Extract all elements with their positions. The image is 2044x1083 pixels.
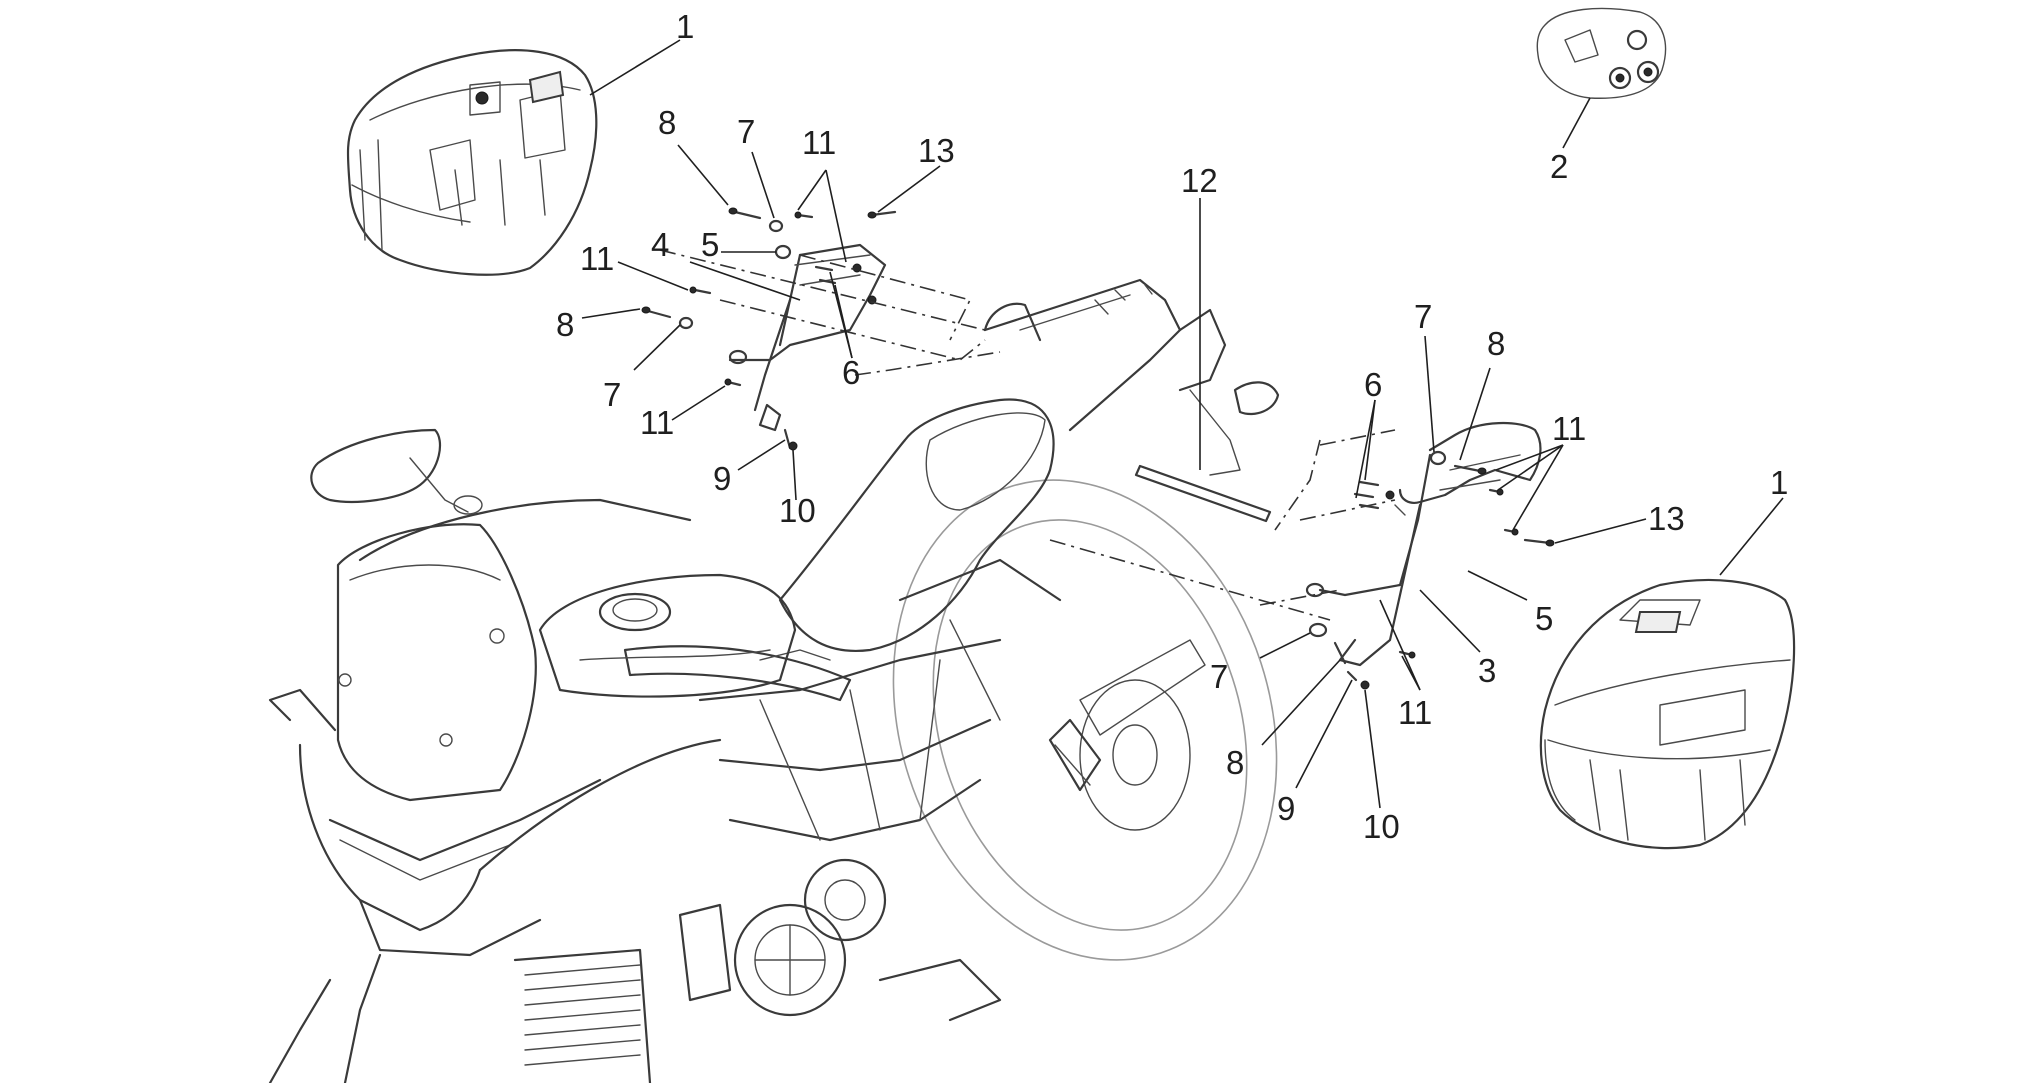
- callout-8-right-lower: 8: [1226, 744, 1244, 781]
- callout-5-left: 5: [701, 226, 719, 263]
- callout-13-left: 13: [918, 132, 955, 169]
- callout-6-right: 6: [1364, 366, 1382, 403]
- callout-5-right: 5: [1535, 600, 1553, 637]
- nut-10-right: [1360, 680, 1370, 690]
- callout-11-right-lower: 11: [1398, 694, 1432, 731]
- callout-13-right: 13: [1648, 500, 1685, 537]
- callout-6-left: 6: [842, 354, 860, 391]
- callout-11-right-top: 11: [1552, 410, 1586, 447]
- lock-kit: [1536, 7, 1667, 99]
- callout-11-left-mid: 11: [580, 240, 614, 277]
- left-case-bracket: [728, 243, 887, 432]
- callout-2: 2: [1550, 148, 1568, 185]
- nut-10-left: [788, 441, 798, 451]
- callout-12: 12: [1181, 162, 1218, 199]
- callout-7-right-top: 7: [1414, 298, 1432, 335]
- screw-8-left-top: [733, 210, 762, 220]
- callout-1-left: 1: [676, 8, 694, 45]
- callout-10-right: 10: [1363, 808, 1400, 845]
- motorcycle: [268, 278, 1280, 1083]
- callout-11-left-lower: 11: [640, 404, 674, 441]
- callout-numbers: 1 1 2 3 4 5 5 6 6 7 7 7 7 8 8 8 8 9 9 10…: [556, 8, 1788, 845]
- callout-9-left: 9: [713, 460, 731, 497]
- washer-7-left-lower: [678, 316, 694, 330]
- callout-8-left-lower: 8: [556, 306, 574, 343]
- callout-3: 3: [1478, 652, 1496, 689]
- windscreen: [336, 523, 537, 802]
- callout-10-left: 10: [779, 492, 816, 529]
- callout-4: 4: [651, 226, 669, 263]
- tail-section: [983, 284, 1153, 342]
- callout-9-right: 9: [1277, 790, 1295, 827]
- bushing-5-left: [774, 244, 792, 260]
- seat: [778, 278, 1280, 652]
- callout-7-left-top: 7: [737, 113, 755, 150]
- right-side-case: [1539, 578, 1796, 850]
- left-side-case: [346, 49, 598, 276]
- callout-7-left-lower: 7: [603, 376, 621, 413]
- support-bar: [1134, 464, 1272, 523]
- rear-wheel: [892, 479, 1278, 961]
- handlebar-mirror: [310, 428, 852, 702]
- right-case-bracket: [1305, 422, 1542, 667]
- washer-7-left-top: [768, 219, 784, 233]
- screw-8-right-top: [1453, 464, 1482, 473]
- washer-7-right-top: [1429, 450, 1447, 466]
- screw-9-right: [1346, 670, 1358, 682]
- fuel-tank: [538, 573, 797, 698]
- screw-8-right-lower: [1333, 641, 1347, 665]
- screw-8-left-lower: [646, 309, 672, 319]
- callout-8-right-top: 8: [1487, 325, 1505, 362]
- callout-11-left-top: 11: [802, 124, 836, 161]
- frame-engine: [513, 558, 1102, 1083]
- front-fairing: [268, 688, 722, 1083]
- assembly-lines: [659, 249, 1396, 621]
- leader-lines: [581, 39, 1784, 809]
- callout-7-right-lower: 7: [1210, 658, 1228, 695]
- callout-8-left-top: 8: [658, 104, 676, 141]
- callout-1-right: 1: [1770, 464, 1788, 501]
- fasteners: [641, 207, 1555, 690]
- washer-7-right-lower: [1308, 622, 1328, 638]
